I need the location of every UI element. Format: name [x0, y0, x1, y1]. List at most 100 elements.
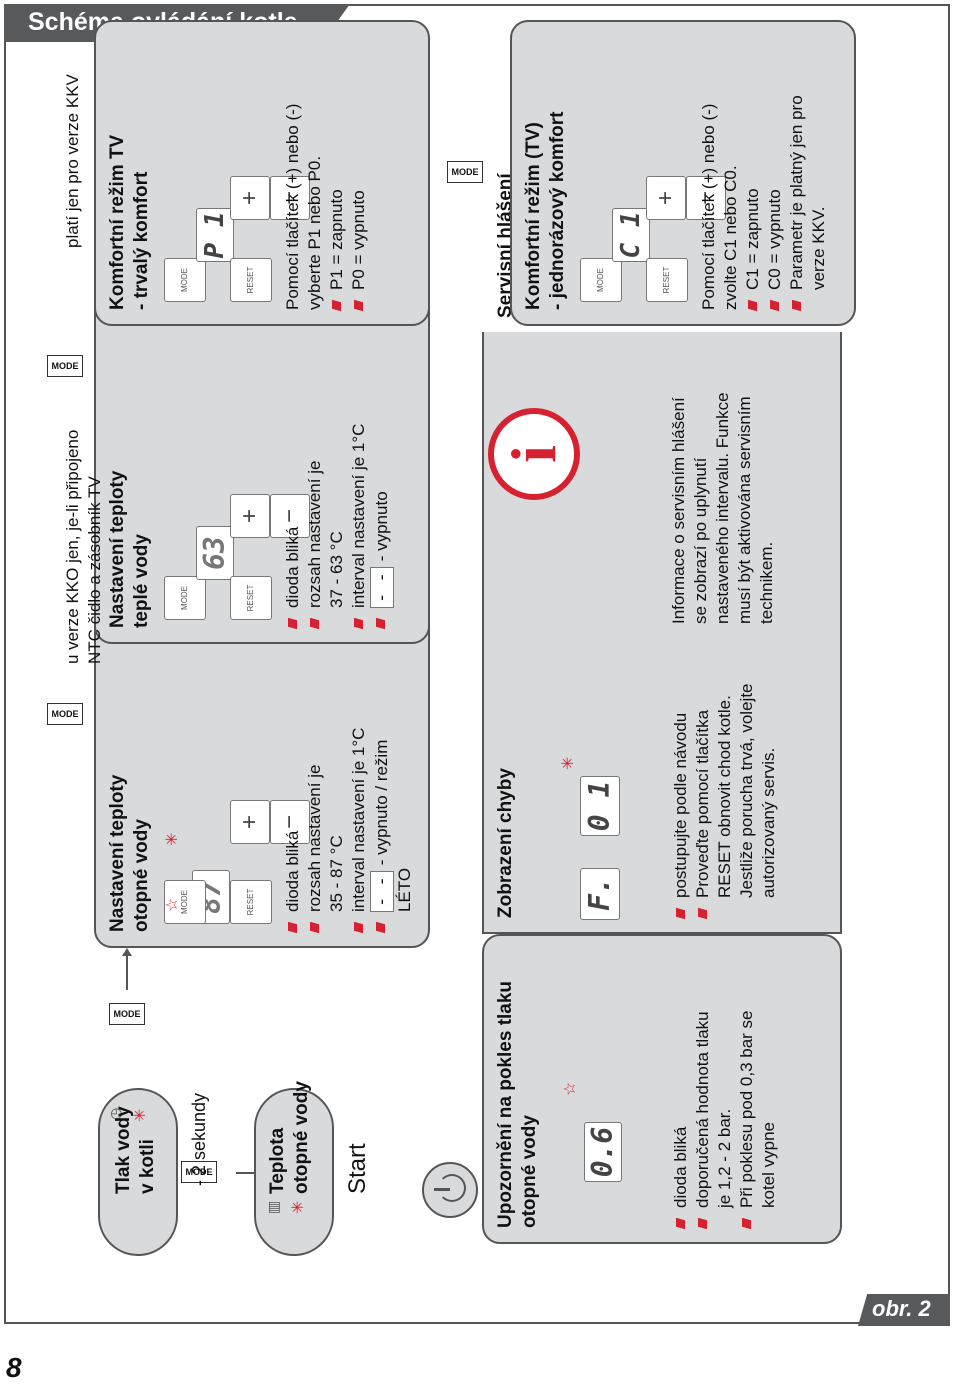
error-display-2: 0 1 [580, 776, 620, 836]
pressure-warn-box: Upozornění na pokles tlaku otopné vody 0… [482, 934, 842, 1244]
reset-panel-button[interactable]: RESET [230, 576, 272, 620]
comfort-c-item: C1 = zapnuto [742, 95, 764, 310]
dhw-item: rozsah nastavení je [304, 424, 326, 628]
dhw-title1: Nastavení teploty [107, 470, 128, 628]
comfort-p-display: P 1 [196, 208, 234, 262]
mode-panel-button[interactable]: MODE [580, 258, 622, 302]
kko-note-line2: NTC čidlo a zásobník TV [85, 476, 104, 664]
info-icon: i [488, 408, 580, 500]
error-item: Proveďte pomocí tlačítka [692, 684, 714, 919]
comfort-p-item: P1 = zapnuto [326, 104, 348, 310]
figure-label-tab: obr. 2 [858, 1294, 950, 1326]
pressure-warn-item: je 1,2 - 2 bar. [715, 1108, 734, 1208]
pressure-warn-item: doporučená hodnota tlaku [692, 1010, 714, 1228]
pressure-warn-item: kotel vypne [759, 1122, 778, 1208]
pressure-warn-items: dioda bliká doporučená hodnota tlaku je … [670, 1010, 780, 1228]
comfort-c-text: Pomocí tlačítek (+) nebo (-) zvolte C1 n… [698, 95, 830, 310]
pressure-pill: ◷ ✳ Tlak vody v kotli [98, 1088, 178, 1256]
radiator-led-icon: ☆ [164, 897, 181, 912]
error-display-1: F. [580, 868, 620, 920]
mode-button-4[interactable]: MODE [447, 161, 483, 183]
mode-panel-button[interactable]: MODE [164, 258, 206, 302]
dhw-item: dioda bliká [282, 424, 304, 628]
heating-item: interval nastavení je 1°C [348, 728, 370, 932]
plus-button[interactable]: + [230, 494, 270, 538]
service-line: musí být aktivována servisním [735, 396, 754, 624]
kko-note-line1: u verze KKO jen, je-li připojeno [63, 429, 82, 664]
pressure-warn-item: dioda bliká [670, 1010, 692, 1228]
rotated-diagram: Start ▥ ✳ Teplota otopné vody MODE - 2 s… [47, 20, 896, 1260]
dhw-item: interval nastavení je 1°C [348, 424, 370, 628]
comfort-p-title2: - trvalý komfort [131, 171, 152, 310]
comfort-c-desc1: Pomocí tlačítek (+) nebo (-) [699, 103, 718, 310]
temperature-pill: ▥ ✳ Teplota otopné vody [254, 1081, 334, 1256]
heating-items: dioda bliká rozsah nastavení je 35 - 87 … [282, 728, 416, 932]
comfort-c-item: Parametr je platný jen pro [786, 95, 808, 310]
error-item: RESET obnovit chod kotle. [715, 695, 734, 898]
blinking-led-icon: ✳ [560, 756, 577, 770]
temperature-pill-line1: Teplota [267, 1127, 288, 1194]
power-icon[interactable] [422, 1162, 478, 1218]
start-label: Start [344, 1143, 371, 1194]
error-item: Jestliže porucha trvá, volejte [737, 683, 756, 899]
comfort-c-item: C0 = vypnuto [764, 95, 786, 310]
dhw-items: dioda bliká rozsah nastavení je 37 - 63 … [282, 424, 394, 628]
heating-item: dioda bliká [282, 728, 304, 932]
reset-panel-button[interactable]: RESET [230, 258, 272, 302]
heating-title2: otopné vody [131, 819, 152, 932]
service-line: Informace o servisním hlášení [669, 397, 688, 624]
heating-title1: Nastavení teploty [107, 774, 128, 932]
pressure-warn-display: 0.6 [584, 1122, 622, 1182]
dhw-title2: teplé vody [131, 534, 152, 628]
mode-button-3[interactable]: MODE [47, 355, 83, 377]
dhw-display: 63 [196, 526, 234, 580]
comfort-c-title2: - jednorázový komfort [547, 111, 568, 310]
pressure-warn-title1: Upozornění na pokles tlaku [495, 980, 516, 1228]
blinking-led-icon: ☆ [562, 1081, 579, 1096]
dhw-off-text: - vypnuto [372, 491, 391, 562]
service-line: se zobrazí po uplynutí [691, 457, 710, 624]
comfort-p-desc1: Pomocí tlačítek (+) nebo (-) [283, 103, 302, 310]
connector [236, 1172, 254, 1174]
mode-panel-button[interactable]: MODE [164, 576, 206, 620]
blinking-led-icon: ✳ [290, 1200, 307, 1214]
comfort-p-text: Pomocí tlačítek (+) nebo (-) vyberte P1 … [282, 104, 370, 310]
heating-off-display: - - [370, 871, 394, 912]
error-title: Zobrazení chyby [495, 768, 516, 918]
comfort-c-title1: Komfortní režim (TV) [523, 122, 544, 310]
reset-panel-button[interactable]: RESET [646, 258, 688, 302]
heating-off-text2: LÉTO [395, 867, 414, 912]
comfort-p-box: Komfortní režim TV - trvalý komfort MODE… [94, 20, 430, 326]
figure-label: obr. 2 [872, 1296, 931, 1321]
service-text: Informace o servisním hlášení se zobrazí… [668, 392, 778, 624]
radiator-icon: ▥ [265, 1200, 281, 1214]
service-line: technikem. [757, 541, 776, 624]
dhw-item: 37 - 63 °C [327, 531, 346, 608]
blinking-led-icon: ✳ [132, 1108, 149, 1122]
error-item: autorizovaný servis. [759, 747, 778, 898]
pressure-pill-line1: Tlak vody [113, 1106, 134, 1194]
heating-item: 35 - 87 °C [327, 835, 346, 912]
mode-button-2[interactable]: MODE [47, 703, 83, 725]
page-number: 8 [6, 1352, 22, 1383]
comfort-p-desc2: vyberte P1 nebo P0. [305, 155, 324, 310]
plus-button[interactable]: + [230, 800, 270, 844]
service-line: nastaveného intervalu. Funkce [713, 392, 732, 624]
plus-button[interactable]: + [646, 176, 686, 220]
pressure-warn-item: Při poklesu pod 0,3 bar se [736, 1010, 758, 1228]
heating-item: rozsah nastavení je [304, 728, 326, 932]
comfort-p-title1: Komfortní režim TV [107, 134, 128, 310]
kkv-note: platí jen pro verze KKV [63, 74, 82, 248]
error-service-box: Zobrazení chyby F. 0 1 ✳ postupujte podl… [482, 162, 842, 934]
mode-button-1[interactable]: MODE [109, 1003, 145, 1025]
error-items: postupujte podle návodu Proveďte pomocí … [670, 684, 780, 919]
pressure-warn-title2: otopné vody [519, 1115, 540, 1228]
heating-off-row: - - - vypnuto / režim [370, 728, 394, 932]
dhw-off-display: - - [370, 567, 394, 608]
plus-button[interactable]: + [230, 176, 270, 220]
reset-panel-button[interactable]: RESET [230, 880, 272, 924]
dhw-off-row: - - - vypnuto [370, 424, 394, 628]
heating-off-text: - vypnuto / režim [372, 739, 391, 866]
error-service-box-extension [482, 332, 842, 356]
blinking-led-icon: ✳ [164, 832, 181, 846]
